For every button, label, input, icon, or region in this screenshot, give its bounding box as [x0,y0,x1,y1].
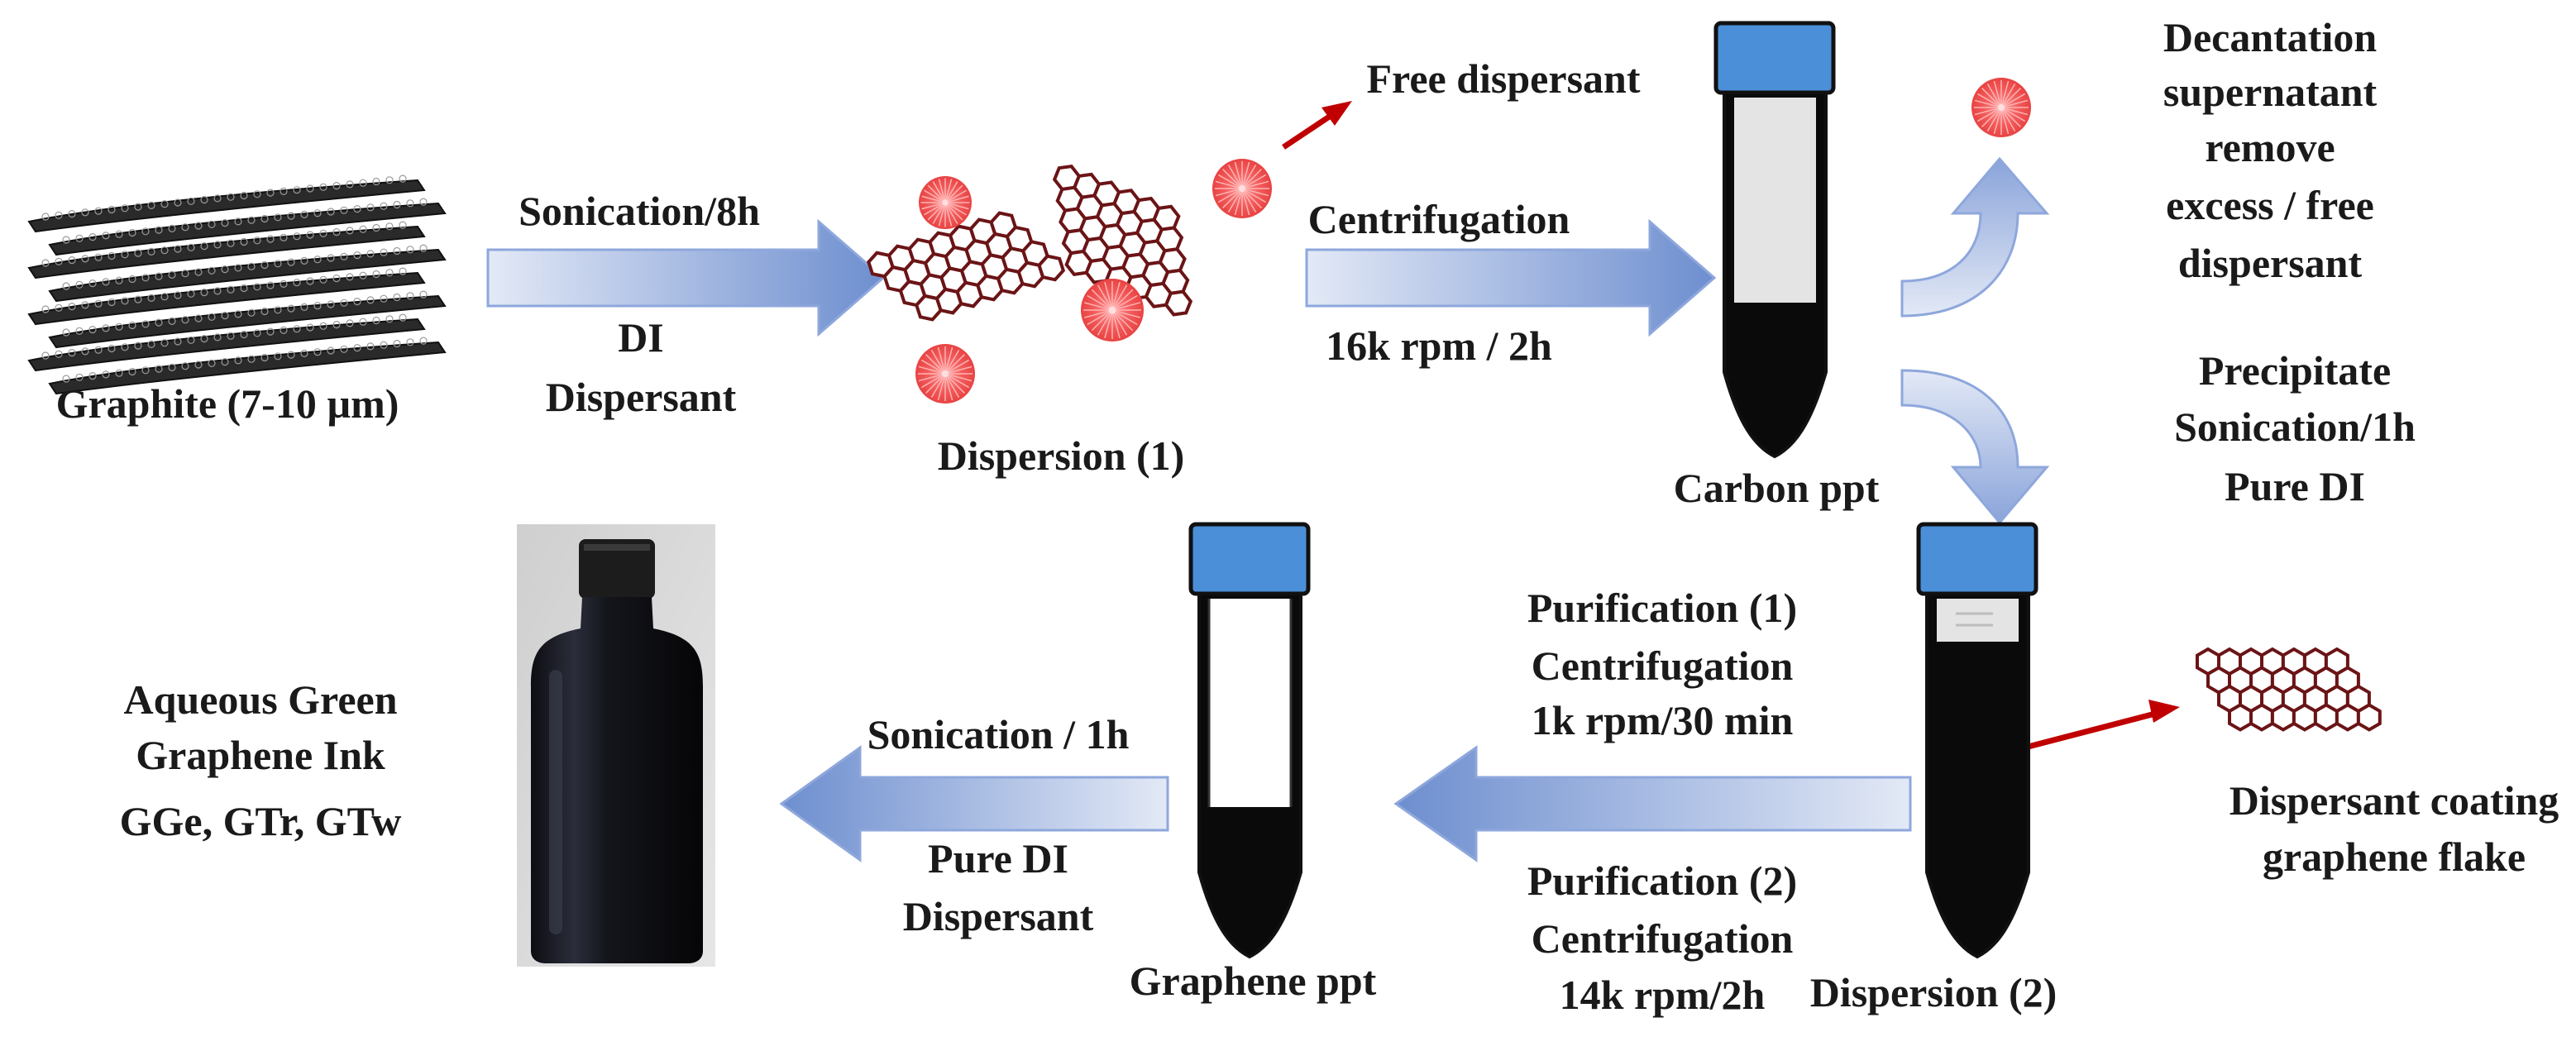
coating-label-line: Dispersant coating [2230,777,2559,824]
decantation-label-line: remove [2205,124,2335,170]
purification-2-label-line: 14k rpm/2h [1560,972,1766,1018]
arrow-purification [1393,745,1912,862]
dispersion-2-label: Dispersion (2) [1810,969,2057,1015]
dispersant-micelle-icon [1081,279,1144,342]
graphene-flake-icon [867,164,1193,322]
purification-2-label-line: Purification (2) [1527,858,1797,904]
ink-label-line: Graphene Ink [136,732,385,778]
arrow-precipitate [1900,369,2050,525]
ink-label-line: GGe, GTr, GTw [120,798,402,844]
dispersant-2-label: Dispersant [903,893,1094,939]
arrow-centrifugation [1305,218,1717,337]
graphite-label: Graphite (7-10 µm) [56,380,399,427]
graphite-stack-icon [27,174,447,395]
free-dispersant-pointer-icon [1282,101,1352,150]
dispersant-micelle-icon [915,344,975,404]
sonication-1h-label: Sonication / 1h [867,711,1130,757]
dispersion-2-tube-icon [1916,522,2038,959]
purification-2-label-line: Centrifugation [1532,915,1794,962]
precipitate-label-line: Pure DI [2225,463,2365,509]
di-label: DI [618,314,664,361]
ink-label-line: Aqueous Green [123,676,397,723]
graphene-ppt-tube-icon [1188,522,1311,959]
precipitate-label-line: Precipitate [2199,347,2391,394]
precipitate-label-line: Sonication/1h [2174,404,2416,450]
sonication-8h-label: Sonication/8h [519,188,760,234]
decantation-label-line: supernatant [2163,69,2378,115]
centrifugation-label: Centrifugation [1308,196,1570,242]
dispersant-micelle-icon [919,176,972,229]
arrow-decantation [1900,156,2050,318]
dispersant-micelle-icon [1971,78,2031,137]
carbon-ppt-tube-icon [1713,21,1836,459]
pure-di-label: Pure DI [928,835,1068,881]
purification-1-label-line: Purification (1) [1527,585,1797,631]
dispersion-1-label: Dispersion (1) [938,432,1185,479]
purification-1-label-line: Centrifugation [1532,643,1794,689]
coated-graphene-flake-icon [2196,647,2382,732]
coating-label-line: graphene flake [2263,834,2526,880]
dispersant-micelle-icon [1212,159,1272,218]
decantation-label-line: Decantation [2163,14,2377,60]
purification-1-label-line: 1k rpm/30 min [1532,697,1794,743]
decantation-label-line: excess / free [2166,182,2374,228]
arrow-sonication [486,218,886,337]
decantation-label-line: dispersant [2178,240,2363,286]
dispersant-label: Dispersant [546,374,737,420]
graphene-ink-bottle-photo [517,524,715,967]
free-dispersant-label: Free dispersant [1367,55,1641,102]
arrow-final-sonication [779,745,1169,862]
speed-16k-label: 16k rpm / 2h [1326,322,1552,369]
graphene-ppt-label: Graphene ppt [1130,958,1377,1004]
carbon-ppt-label: Carbon ppt [1674,465,1880,511]
